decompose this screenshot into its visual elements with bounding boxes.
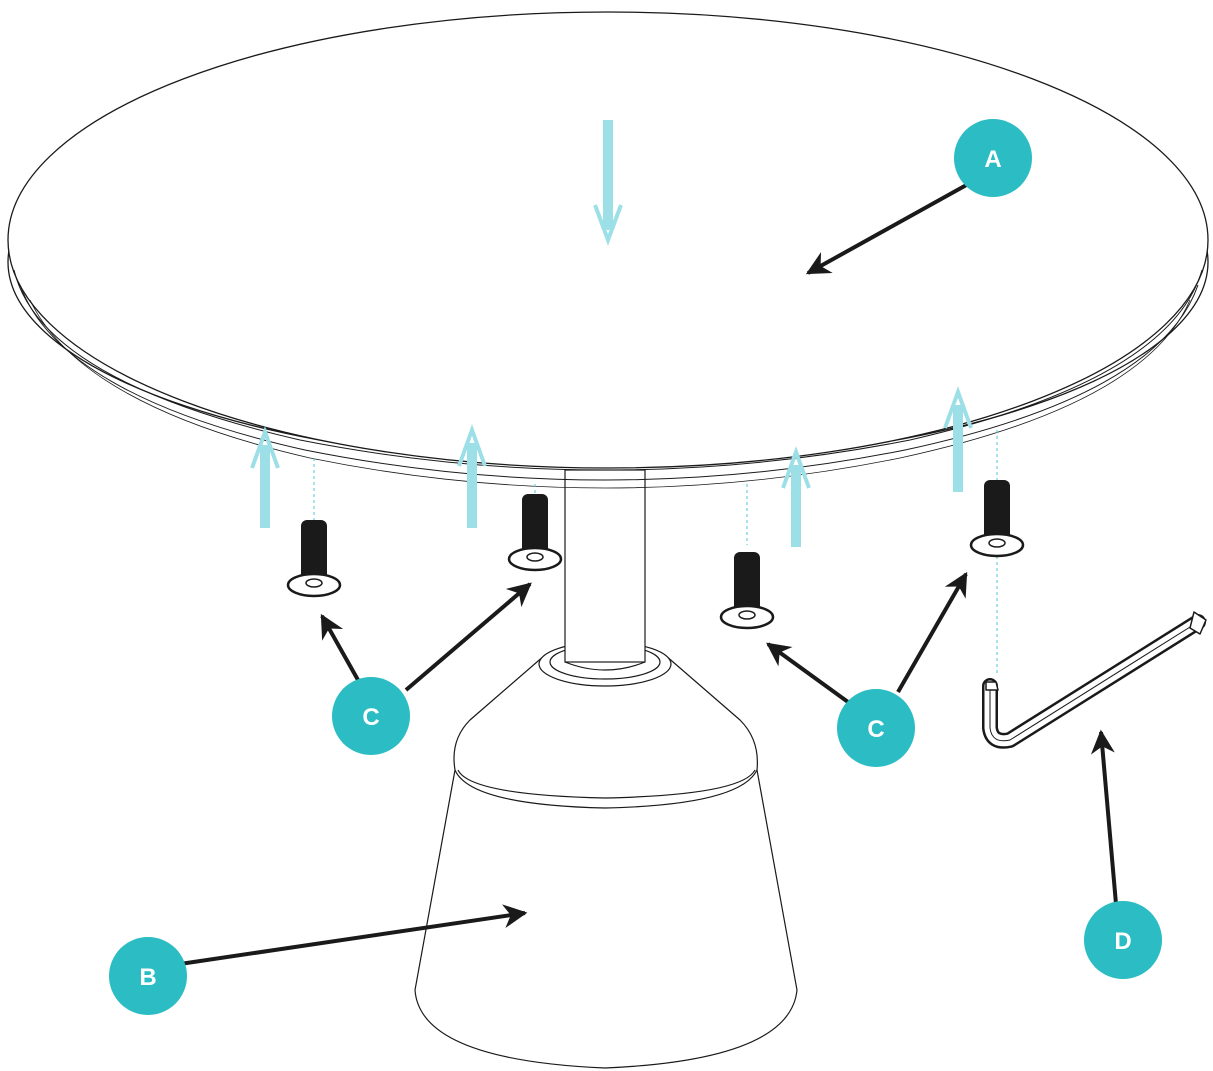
hex-bolt-icon [286, 520, 342, 598]
leader-c-right-1 [766, 642, 850, 704]
arrow-up-icon [943, 386, 973, 492]
arrow-up-icon [781, 446, 811, 547]
callout-c-left: C [332, 677, 410, 755]
leader-a [805, 181, 971, 275]
leader-d [1090, 729, 1118, 905]
bolts [286, 480, 1025, 630]
callout-a-label: A [984, 146, 1001, 173]
tabletop [7, 11, 1209, 489]
table-base [414, 469, 798, 1069]
callout-c-right-label: C [867, 716, 884, 743]
callout-c-left-label: C [362, 704, 379, 731]
callout-b: B [109, 937, 187, 1015]
callout-d-label: D [1114, 928, 1131, 955]
callout-a: A [954, 119, 1032, 197]
arrow-up-icon [250, 426, 280, 528]
leader-arrows [179, 181, 1118, 966]
allen-key-icon [982, 611, 1207, 749]
leader-b [179, 904, 528, 966]
hex-bolt-icon [507, 494, 563, 572]
callout-b-label: B [139, 964, 156, 991]
hex-bolt-icon [719, 552, 775, 630]
hex-bolt-icon [969, 480, 1025, 558]
arrow-up-icon [457, 424, 487, 528]
leader-c-right-2 [896, 571, 968, 693]
callout-c-right: C [837, 689, 915, 767]
leader-c-left-2 [404, 582, 532, 692]
callout-d: D [1084, 901, 1162, 979]
arrow-down-icon [593, 120, 623, 246]
leader-c-left-1 [320, 613, 360, 681]
motion-arrows [250, 120, 973, 547]
